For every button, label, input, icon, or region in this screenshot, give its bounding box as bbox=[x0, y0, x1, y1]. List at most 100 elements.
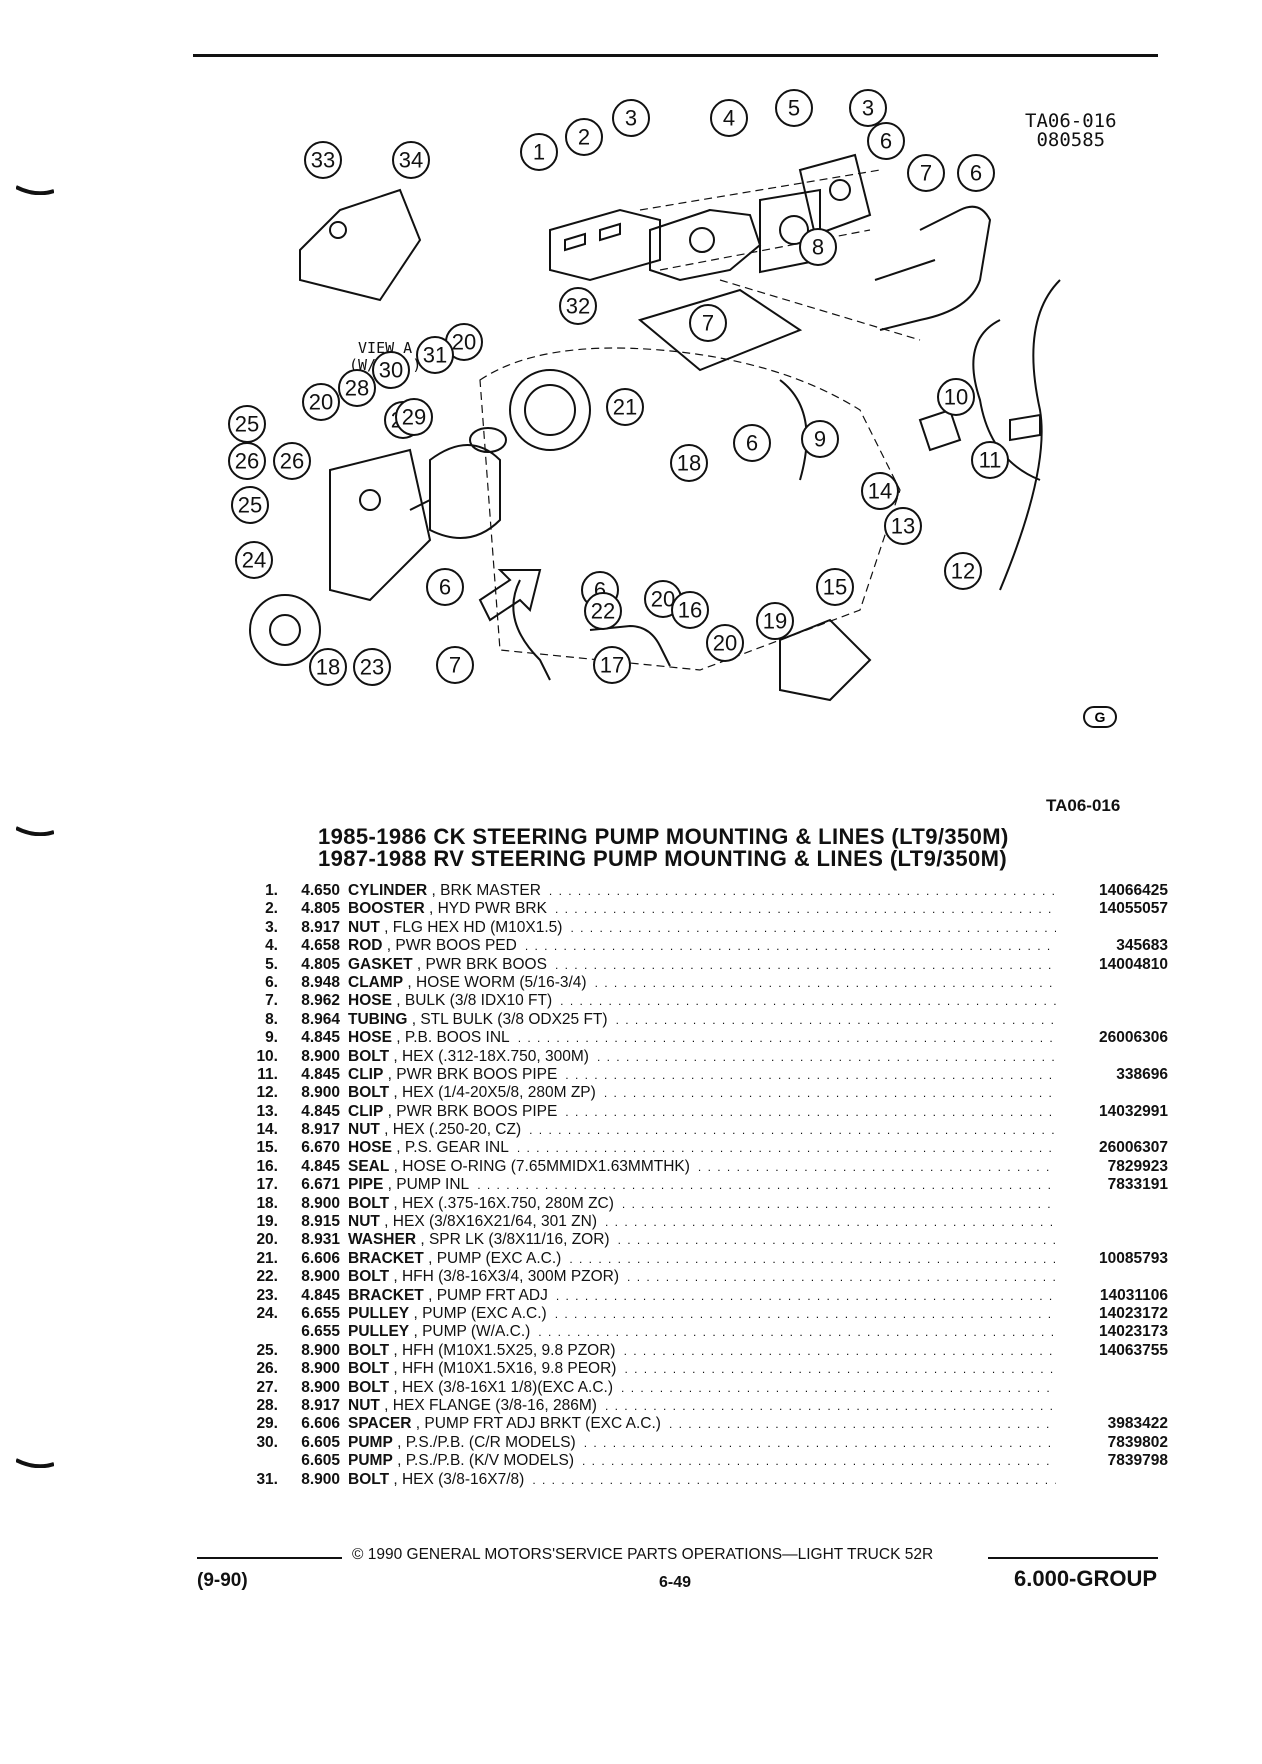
item-number bbox=[238, 1452, 278, 1470]
part-detail: SPR LK (3/8X11/16, ZOR) bbox=[428, 1231, 610, 1249]
callout-bubble: 5 bbox=[775, 89, 813, 127]
part-name: BOLT bbox=[348, 1194, 390, 1212]
callout-label: 29 bbox=[402, 405, 426, 430]
callout-bubble: 18 bbox=[309, 648, 347, 686]
part-detail: HOSE O-RING (7.65MMIDX1.63MMTHK) bbox=[402, 1157, 690, 1175]
callout-label: 7 bbox=[702, 311, 714, 336]
callout-bubble: 25 bbox=[228, 405, 266, 443]
part-name: BOLT bbox=[348, 1341, 390, 1359]
callout-circle bbox=[671, 591, 709, 629]
part-name: BOLT bbox=[348, 1378, 390, 1396]
part-number: 14066425 bbox=[1099, 882, 1168, 899]
callout-circle bbox=[436, 646, 474, 684]
callout-bubble: 24 bbox=[235, 541, 273, 579]
part-number: 14023173 bbox=[1099, 1323, 1168, 1341]
part-detail: PUMP (W/A.C.) bbox=[422, 1323, 531, 1341]
figure-id: TA06-016 bbox=[1046, 796, 1121, 815]
callout-bubble: 28 bbox=[338, 369, 376, 407]
group-number: 6.605 bbox=[301, 1433, 340, 1451]
svg-text:G: G bbox=[1095, 709, 1106, 725]
item-number: 24. bbox=[256, 1304, 278, 1322]
callout-bubble: 7 bbox=[436, 646, 474, 684]
callout-bubble: 6 bbox=[957, 154, 995, 192]
page-number: 6-49 bbox=[659, 1574, 692, 1591]
part-detail: PWR BRK BOOS bbox=[425, 955, 547, 973]
part-name: BRACKET bbox=[348, 1286, 424, 1304]
master-cylinder-drawing bbox=[549, 208, 661, 282]
callout-bubble: 31 bbox=[416, 336, 454, 374]
item-number: 29. bbox=[256, 1415, 278, 1433]
part-description: BOLT , HFH (M10X1.5X25, 9.8 PZOR) bbox=[348, 1342, 1056, 1360]
item-number: 31. bbox=[256, 1470, 278, 1488]
pump-bracket-drawing bbox=[329, 448, 432, 602]
part-detail: HEX (.375-16X.750, 280M ZC) bbox=[401, 1194, 614, 1212]
part-name: SEAL bbox=[348, 1157, 390, 1175]
callout-circle bbox=[606, 388, 644, 426]
group-number: 8.917 bbox=[301, 1121, 340, 1139]
part-description: TUBING , STL BULK (3/8 ODX25 FT) bbox=[348, 1011, 1056, 1029]
booster-drawing bbox=[649, 208, 762, 282]
part-name: NUT bbox=[348, 1396, 380, 1414]
part-number: 7833191 bbox=[1107, 1176, 1168, 1194]
callout-circle bbox=[799, 228, 837, 266]
group-number: 4.805 bbox=[301, 900, 340, 918]
part-number: 345683 bbox=[1116, 937, 1168, 955]
brake-tubing-drawing bbox=[874, 205, 992, 331]
part-number bbox=[1056, 1379, 1168, 1397]
callout-bubble: 15 bbox=[816, 568, 854, 606]
callout-bubble: 16 bbox=[671, 591, 709, 629]
item-number: 17. bbox=[256, 1176, 278, 1194]
part-name: GASKET bbox=[348, 955, 413, 973]
part-detail: HEX (.250-20, CZ) bbox=[392, 1121, 522, 1139]
callout-label: 23 bbox=[360, 655, 384, 680]
part-number: 7839802 bbox=[1107, 1433, 1168, 1451]
binder-mark-icon bbox=[16, 1458, 54, 1468]
callout-circle bbox=[884, 507, 922, 545]
part-number bbox=[1056, 1268, 1168, 1286]
part-number bbox=[1056, 1231, 1168, 1249]
part-name: BOLT bbox=[348, 1084, 390, 1102]
callout-label: 32 bbox=[566, 294, 590, 319]
inlet-pipe-drawing bbox=[589, 624, 671, 667]
item-number bbox=[238, 1323, 278, 1341]
part-name: BOLT bbox=[348, 1268, 390, 1286]
part-detail: HFH (M10X1.5X25, 9.8 PZOR) bbox=[401, 1341, 616, 1359]
callout-circle bbox=[392, 141, 430, 179]
part-description: ROD , PWR BOOS PED bbox=[348, 937, 1056, 955]
part-number bbox=[1056, 1360, 1168, 1378]
view-label-line1: VIEW A bbox=[358, 339, 413, 357]
part-name: NUT bbox=[348, 918, 380, 936]
callout-circle bbox=[612, 99, 650, 137]
callout-label: 19 bbox=[763, 609, 787, 634]
part-name: CLAMP bbox=[348, 973, 404, 991]
part-number: 26006306 bbox=[1099, 1029, 1168, 1047]
item-number: 11. bbox=[257, 1065, 278, 1083]
callout-circle bbox=[670, 444, 708, 482]
group-number: 8.948 bbox=[301, 973, 340, 991]
part-description: BRACKET , PUMP FRT ADJ bbox=[348, 1287, 1056, 1305]
part-description: CYLINDER , BRK MASTER bbox=[348, 882, 1056, 900]
callout-circle bbox=[689, 304, 727, 342]
group-number: 4.650 bbox=[301, 882, 340, 899]
part-detail: HOSE WORM (5/16-3/4) bbox=[416, 973, 587, 991]
part-description: NUT , HEX (3/8X16X21/64, 301 ZN) bbox=[348, 1213, 1056, 1231]
callout-circle bbox=[861, 472, 899, 510]
callout-circle bbox=[235, 541, 273, 579]
part-description: HOSE , P.S. GEAR INL bbox=[348, 1139, 1056, 1157]
arrow-a-drawing bbox=[478, 569, 542, 622]
return-hose-drawing bbox=[512, 579, 551, 681]
revision-date: (9-90) bbox=[197, 1570, 248, 1591]
group-number: 8.917 bbox=[301, 918, 340, 936]
group-number: 8.964 bbox=[301, 1010, 340, 1028]
group-number: 8.900 bbox=[301, 1470, 340, 1488]
part-number: 14031106 bbox=[1099, 1286, 1168, 1304]
item-number: 3. bbox=[265, 918, 278, 936]
